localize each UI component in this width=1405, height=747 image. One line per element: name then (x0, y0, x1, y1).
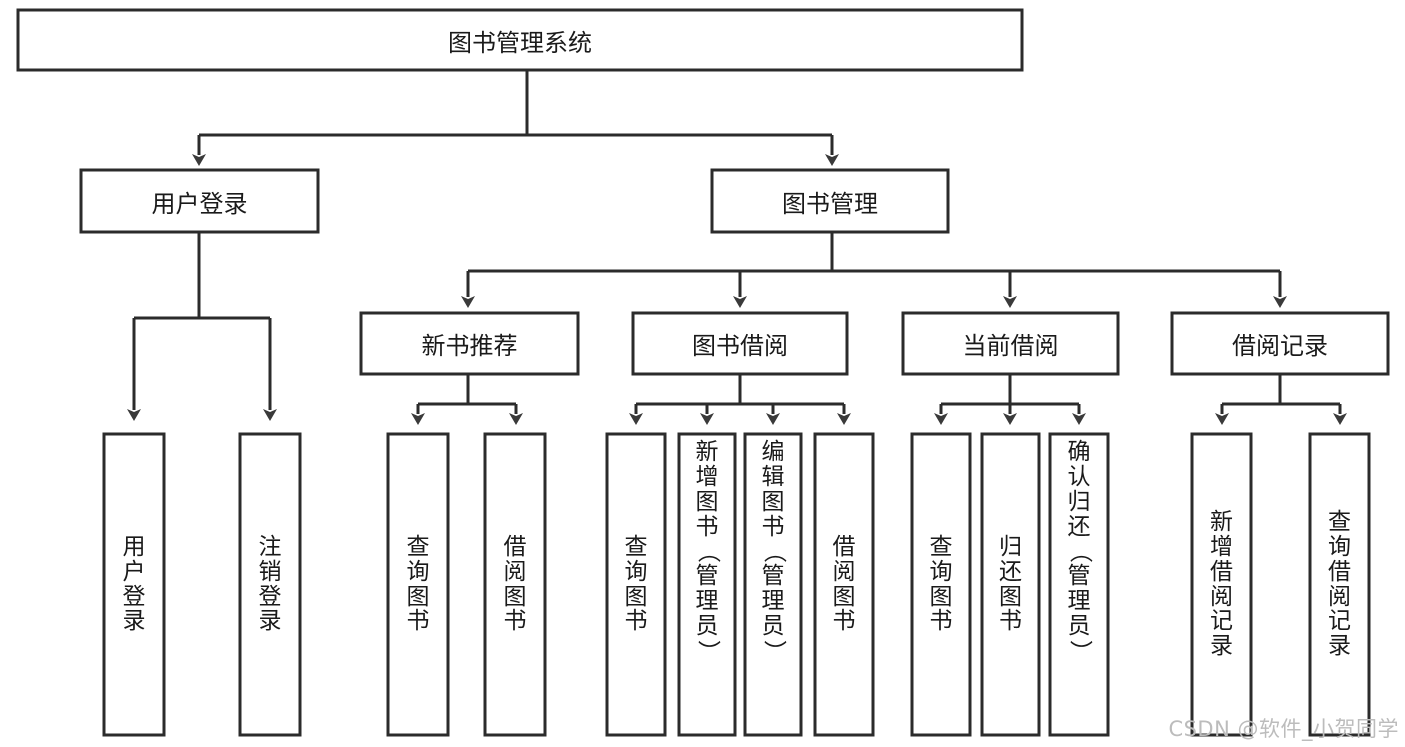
node-box-book-borrow[interactable] (631, 311, 849, 376)
node-box-borrow-record[interactable] (1170, 311, 1390, 376)
leaf-box-return-book[interactable] (980, 432, 1041, 737)
connector-newbook-to-leaves (411, 374, 523, 425)
leaf-box-confirm-return[interactable] (1048, 432, 1110, 737)
connector-bookborrow-to-leaves (629, 374, 851, 425)
leaf-box-query-book-1[interactable] (386, 432, 450, 737)
node-box-user-login[interactable] (79, 168, 320, 234)
leaf-box-add-record[interactable] (1190, 432, 1253, 737)
leaf-box-user-login[interactable] (102, 432, 166, 737)
node-box-current-borrow[interactable] (901, 311, 1120, 376)
leaf-box-borrow-book-1[interactable] (483, 432, 547, 737)
leaf-box-query-book-3[interactable] (910, 432, 972, 737)
connector-borrowrecord-to-leaves (1215, 374, 1347, 425)
leaf-box-add-book[interactable] (677, 432, 737, 737)
leaf-box-query-record[interactable] (1308, 432, 1371, 737)
connector-currentborrow-to-leaves (934, 374, 1086, 425)
leaf-box-query-book-2[interactable] (605, 432, 667, 737)
connector-bookmanage-to-level3 (461, 232, 1287, 308)
node-box-book-manage[interactable] (710, 168, 950, 234)
node-box-new-book-rec[interactable] (359, 311, 580, 376)
leaf-box-edit-book[interactable] (743, 432, 803, 737)
leaf-box-user-logout[interactable] (238, 432, 302, 737)
connector-userlogin-to-leaves (127, 232, 277, 421)
leaf-box-borrow-book-2[interactable] (813, 432, 875, 737)
connector-root-to-level2 (192, 70, 839, 166)
node-box-root[interactable] (16, 8, 1024, 72)
